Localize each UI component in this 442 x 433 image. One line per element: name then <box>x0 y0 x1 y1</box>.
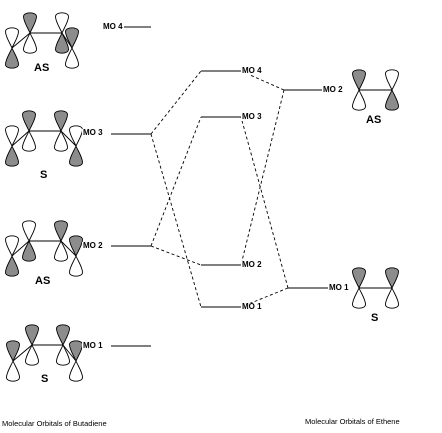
butadiene-mo2-molecule-orbital-c2-top-lobe <box>22 220 36 243</box>
correlation-e2-m2 <box>240 89 285 266</box>
butadiene-mo1-symmetry: S <box>41 373 49 385</box>
butadiene-mo4-molecule-orbital-c2-bottom-lobe <box>23 31 37 54</box>
ethene-caption: Molecular Orbitals of Ethene <box>305 417 400 426</box>
butadiene-mo1-molecule-bond-3 <box>62 344 77 362</box>
butadiene-mo2-symmetry: AS <box>35 275 51 287</box>
correlation-b3-m1 <box>150 133 202 308</box>
correlation-b3-m4 <box>150 70 202 135</box>
butadiene-mo4-molecule-orbital-c1-bottom-lobe <box>5 46 19 69</box>
interaction-mo1-label: MO 1 <box>241 302 263 311</box>
butadiene-mo3-molecule-orbital-c4-bottom-lobe <box>69 144 83 167</box>
butadiene-mo3-molecule-orbital-c3-top-lobe <box>54 110 68 133</box>
butadiene-mo3-molecule-orbital-c2-bottom-lobe <box>22 129 36 152</box>
butadiene-mo3-label: MO 3 <box>82 128 104 137</box>
butadiene-mo1-molecule-bond-1 <box>12 344 33 362</box>
butadiene-mo3-molecule-orbital-c3-bottom-lobe <box>54 129 68 152</box>
butadiene-mo4-label: MO 4 <box>102 22 124 31</box>
butadiene-mo4-molecule-orbital-c2-top-lobe <box>23 12 37 35</box>
ethene-mo1-molecule-orbital-c1-bottom-lobe <box>352 286 366 309</box>
butadiene-mo1-molecule-orbital-c3-bottom-lobe <box>56 343 70 366</box>
correlation-b2-m3 <box>150 116 202 247</box>
butadiene-mo4-molecule-orbital-c3-bottom-lobe <box>55 31 69 54</box>
butadiene-mo4-molecule-orbital-c3-top-lobe <box>55 12 69 35</box>
butadiene-mo4-molecule-orbital-c1-top-lobe <box>5 27 19 50</box>
butadiene-mo2-molecule-orbital-c3-bottom-lobe <box>54 239 68 262</box>
butadiene-mo2-molecule-orbital-c2-bottom-lobe <box>22 239 36 262</box>
butadiene-mo1-molecule-orbital-c4-top-lobe <box>69 340 83 363</box>
butadiene-mo3-symmetry: S <box>40 169 48 181</box>
ethene-mo1-molecule-orbital-c2-bottom-lobe <box>385 286 399 309</box>
butadiene-mo2-molecule-orbital-c3-top-lobe <box>54 220 68 243</box>
correlation-e1-m1 <box>240 287 289 308</box>
butadiene-mo3-molecule-orbital-c1-bottom-lobe <box>5 144 19 167</box>
ethene-mo1-molecule-orbital-c2-top-lobe <box>385 267 399 290</box>
butadiene-mo1-molecule-orbital-c2-bottom-lobe <box>25 343 39 366</box>
butadiene-mo3-molecule-orbital-c2-top-lobe <box>22 110 36 133</box>
ethene-mo2-molecule-orbital-c2-top-lobe <box>385 69 399 92</box>
butadiene-mo2-molecule-bond-1 <box>11 240 30 257</box>
butadiene-mo2-molecule-orbital-c1-top-lobe <box>5 235 19 258</box>
butadiene-mo3-molecule-bond-3 <box>60 130 77 147</box>
correlation-b2-m2 <box>150 245 202 266</box>
butadiene-mo4-molecule-bond-1 <box>11 32 31 49</box>
interaction-mo3-label: MO 3 <box>241 112 263 121</box>
butadiene-mo1-label: MO 1 <box>82 341 104 350</box>
butadiene-mo2-molecule-bond-3 <box>60 240 77 257</box>
butadiene-mo3-molecule-orbital-c1-top-lobe <box>5 125 19 148</box>
ethene-mo2-molecule-orbital-c1-top-lobe <box>352 69 366 92</box>
butadiene-mo3-molecule-bond-1 <box>11 130 30 147</box>
butadiene-mo1-molecule-orbital-c3-top-lobe <box>56 324 70 347</box>
butadiene-mo4-molecule-orbital-c4-top-lobe <box>65 27 79 50</box>
butadiene-mo2-molecule-orbital-c4-bottom-lobe <box>69 254 83 277</box>
butadiene-mo4-molecule-orbital-c4-bottom-lobe <box>65 46 79 69</box>
ethene-mo2-molecule-orbital-c1-bottom-lobe <box>352 88 366 111</box>
ethene-mo2-molecule-orbital-c2-bottom-lobe <box>385 88 399 111</box>
ethene-mo2-symmetry: AS <box>366 114 382 126</box>
ethene-mo1-symmetry: S <box>371 312 379 324</box>
butadiene-mo1-molecule-orbital-c1-top-lobe <box>6 340 20 363</box>
butadiene-mo1-molecule-orbital-c4-bottom-lobe <box>69 359 83 382</box>
butadiene-mo1-molecule-orbital-c2-top-lobe <box>25 324 39 347</box>
butadiene-caption: Molecular Orbitals of Butadiene <box>2 419 107 428</box>
ethene-mo2-label: MO 2 <box>322 85 344 94</box>
interaction-mo4-label: MO 4 <box>241 66 263 75</box>
correlation-e1-m3 <box>240 116 289 289</box>
ethene-mo1-molecule-orbital-c1-top-lobe <box>352 267 366 290</box>
butadiene-mo2-molecule-orbital-c1-bottom-lobe <box>5 254 19 277</box>
butadiene-mo4-symmetry: AS <box>34 62 50 74</box>
butadiene-mo1-molecule-orbital-c1-bottom-lobe <box>6 359 20 382</box>
ethene-mo1-label: MO 1 <box>328 283 350 292</box>
interaction-mo2-label: MO 2 <box>241 260 263 269</box>
butadiene-mo3-molecule-orbital-c4-top-lobe <box>69 125 83 148</box>
butadiene-mo2-label: MO 2 <box>82 241 104 250</box>
butadiene-mo2-molecule-orbital-c4-top-lobe <box>69 235 83 258</box>
